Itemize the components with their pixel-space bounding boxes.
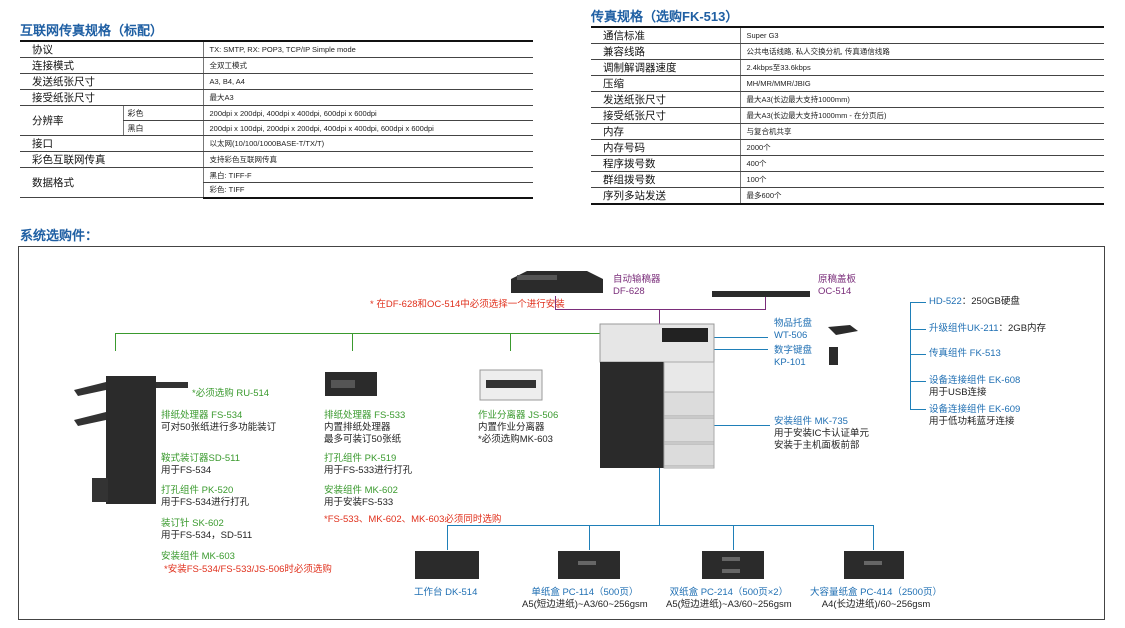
pc214-label: 双纸盒 PC-214（500页×2） A5(短边进纸)~A3/60~256gsm xyxy=(666,587,792,610)
ek608-item: 设备连接组件 EK-608 用于USB连接 xyxy=(929,375,1021,398)
pk520-label: 打孔组件 PK-520 用于FS-534进行打孔 xyxy=(161,485,250,508)
table-row: 序列多站发送最多600个 xyxy=(591,187,1104,205)
table-row: 连接模式全双工模式 xyxy=(20,57,533,74)
pc114-label: 单纸盒 PC-114（500页） A5(短边进纸)~A3/60~256gsm xyxy=(522,587,648,610)
job-separator-js506-illustration xyxy=(479,369,543,401)
uk211-item: 升级组件UK-211：2GB内存 xyxy=(929,323,1047,334)
mk603-label: 安装组件 MK-603 xyxy=(161,551,235,562)
pk519-label: 打孔组件 PK-519 用于FS-533进行打孔 xyxy=(324,453,413,476)
original-cover-label: 原稿盖板 OC-514 xyxy=(818,274,857,297)
adf-cover-note: * 在DF-628和OC-514中必须选择一个进行安装 xyxy=(370,299,565,310)
fs534-label: 排纸处理器 FS-534 可对50张纸进行多功能装订 xyxy=(161,410,277,433)
options-diagram xyxy=(18,246,1105,620)
table-row: 接受纸张尺寸最大A3(长边最大支持1000mm - 在分页后) xyxy=(591,107,1104,124)
dk514-label: 工作台 DK-514 xyxy=(414,587,478,598)
ek609-item: 设备连接组件 EK-609 用于低功耗蓝牙连接 xyxy=(929,404,1021,427)
finisher-fs534-illustration xyxy=(74,376,188,504)
work-table-label: 物品托盘 WT-506 xyxy=(774,318,813,341)
mk602-label: 安装组件 MK-602 用于安装FS-533 xyxy=(324,485,398,508)
finisher-fs533-illustration xyxy=(325,372,377,396)
left-section-title: 互联网传真规格（标配） xyxy=(20,23,164,38)
sk602-label: 装订针 SK-602 用于FS-534，SD-511 xyxy=(161,518,253,541)
table-row: 数据格式黑白: TIFF-F xyxy=(20,167,533,198)
sd511-label: 鞍式装订器SD-511 用于FS-534 xyxy=(161,453,241,476)
right-section-title: 传真规格（选购FK-513） xyxy=(591,9,739,24)
keypad-kp101-illustration xyxy=(829,347,838,365)
mk603-note: *安装FS-534/FS-533/JS-506时必须选购 xyxy=(164,564,332,575)
adf-label: 自动输稿器 DF-628 xyxy=(613,274,661,297)
mk735-label: 安装组件 MK-735 用于安装IC卡认证单元 安装于主机面板前部 xyxy=(774,416,870,451)
table-row: 彩色: TIFF xyxy=(20,182,533,199)
adf-illustration xyxy=(511,271,603,293)
table-row: 发送纸张尺寸最大A3(长边最大支持1000mm) xyxy=(591,91,1104,108)
original-cover-illustration xyxy=(712,291,810,297)
table-row: 彩色互联网传真支持彩色互联网传真 xyxy=(20,151,533,168)
table-row: 兼容线路公共电话线路, 私人交换分机, 传真通信线路 xyxy=(591,43,1104,60)
large-capacity-cassette-pc414-illustration xyxy=(844,551,904,579)
work-table-wt506-illustration xyxy=(828,325,858,335)
options-title: 系统选购件： xyxy=(20,228,99,243)
mfp-main-unit-illustration xyxy=(599,323,715,469)
js506-label: 作业分离器 JS-506 内置作业分离器 *必须选购MK-603 xyxy=(478,410,559,445)
paper-cassette-pc114-illustration xyxy=(558,551,620,579)
fk513-item: 传真组件 FK-513 xyxy=(929,348,1001,359)
pc414-label: 大容量纸盒 PC-414（2500页） A4(长边进纸)/60~256gsm xyxy=(810,587,942,610)
keypad-label: 数字键盘 KP-101 xyxy=(774,345,813,368)
desk-dk514-illustration xyxy=(415,551,479,579)
table-row: 接受纸张尺寸最大A3 xyxy=(20,89,533,106)
table-row: 接口以太网(10/100/1000BASE-T/TX/T) xyxy=(20,135,533,152)
paper-cassette-pc214-illustration xyxy=(702,551,764,579)
fs533-label: 排纸处理器 FS-533 内置排纸处理器 最多可装订50张纸 xyxy=(324,410,406,445)
table-row: 内存与复合机共享 xyxy=(591,123,1104,140)
ru514-note: *必须选购 RU-514 xyxy=(192,388,270,399)
hd522-item: HD-522：250GB硬盘 xyxy=(929,296,1020,307)
fs533-note: *FS-533、MK-602、MK-603必须同时选购 xyxy=(324,514,502,525)
